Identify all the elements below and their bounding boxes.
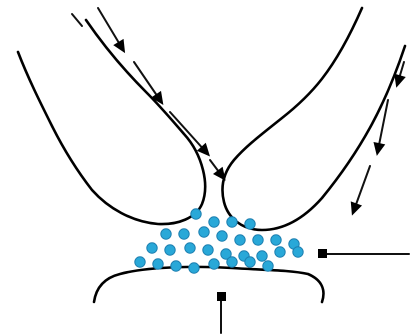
particle-dot	[135, 257, 145, 267]
particle-dot	[227, 257, 237, 267]
particle-dot	[217, 231, 227, 241]
arrowhead-icon	[213, 167, 226, 181]
particle-dot	[271, 235, 281, 245]
right-cusp-outline	[222, 8, 405, 230]
bottom-pointer	[217, 292, 226, 333]
particle-dot	[263, 261, 273, 271]
lower-surface-outline	[94, 267, 323, 302]
particle-dot	[235, 235, 245, 245]
particle-dot	[209, 217, 219, 227]
arrowhead-icon	[373, 142, 385, 156]
particle-dot	[165, 245, 175, 255]
particle-dot	[203, 245, 213, 255]
particle-dot	[245, 257, 255, 267]
particle-dot	[179, 229, 189, 239]
particle-dot	[189, 263, 199, 273]
particle-dot	[191, 209, 201, 219]
flow-arrows	[72, 8, 406, 216]
particle-dot	[293, 247, 303, 257]
particle-cluster	[135, 209, 303, 273]
particle-dot	[153, 259, 163, 269]
square-marker-icon	[318, 249, 327, 258]
left-cusp-outline	[18, 20, 205, 224]
particle-dot	[161, 229, 171, 239]
particle-dot	[147, 243, 157, 253]
particle-dot	[257, 251, 267, 261]
particle-dot	[199, 227, 209, 237]
arrowhead-icon	[394, 74, 405, 88]
flow-dash	[72, 14, 82, 26]
particle-dot	[253, 235, 263, 245]
particle-dot	[275, 247, 285, 257]
right-pointer	[318, 249, 409, 258]
particle-dot	[185, 243, 195, 253]
arrowhead-icon	[351, 201, 362, 215]
arrowhead-icon	[113, 39, 125, 53]
square-marker-icon	[217, 292, 226, 301]
particle-dot	[245, 219, 255, 229]
particle-dot	[227, 217, 237, 227]
particle-dot	[209, 259, 219, 269]
particle-dot	[171, 261, 181, 271]
flow-dash	[354, 166, 370, 210]
flow-dash	[170, 112, 206, 152]
